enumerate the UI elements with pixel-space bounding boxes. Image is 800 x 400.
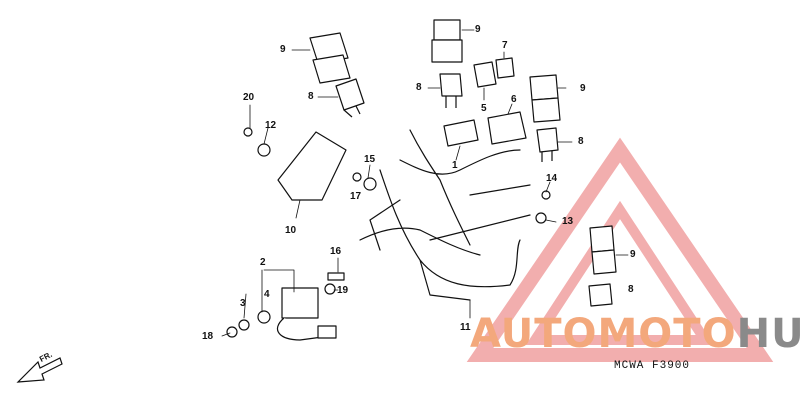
- relay-top-right: [529, 74, 561, 162]
- callout-8: 8: [416, 82, 422, 93]
- callout-1: 1: [452, 160, 458, 171]
- watermark-logo-triangle: [466, 137, 774, 362]
- callout-17: 17: [350, 191, 362, 202]
- callout-5: 5: [481, 103, 487, 114]
- callout-9: 9: [280, 44, 286, 55]
- relay-top-left: [309, 32, 365, 118]
- callout-3: 3: [240, 298, 246, 309]
- bolts: [243, 127, 551, 295]
- leader-lines: [221, 29, 629, 337]
- callout-6: 6: [511, 94, 517, 105]
- callout-9: 9: [630, 249, 636, 260]
- callout-8: 8: [578, 136, 584, 147]
- component-1: [443, 119, 479, 147]
- callout-8: 8: [308, 91, 314, 102]
- callout-12: 12: [265, 120, 277, 131]
- wire-harness-11: [359, 129, 531, 301]
- relay-top-center: [431, 19, 515, 108]
- callout-16: 16: [330, 246, 342, 257]
- callout-10: 10: [285, 225, 297, 236]
- callout-13: 13: [562, 216, 574, 227]
- callout-15: 15: [364, 154, 376, 165]
- front-direction-arrow-icon: [16, 357, 63, 383]
- watermark-part-2: HUB: [736, 311, 800, 357]
- coil-assembly: [226, 287, 337, 341]
- callout-20: 20: [243, 92, 255, 103]
- diagram-code: MCWA F3900: [614, 360, 691, 372]
- callout-9: 9: [475, 24, 481, 35]
- callout-19: 19: [337, 285, 349, 296]
- callout-8: 8: [628, 284, 634, 295]
- callout-18: 18: [202, 331, 214, 342]
- component-6: [487, 111, 527, 145]
- callout-14: 14: [546, 173, 558, 184]
- callout-4: 4: [264, 289, 270, 300]
- ecu-10: [277, 131, 347, 201]
- watermark-part-1: AUTOMOTO: [470, 311, 737, 357]
- callout-9: 9: [580, 83, 586, 94]
- callout-2: 2: [260, 257, 266, 268]
- relay-bottom-right: [588, 225, 617, 307]
- callout-7: 7: [502, 40, 508, 51]
- watermark-wordmark: AUTOMOTOHUB: [470, 310, 800, 358]
- callout-11: 11: [460, 322, 471, 333]
